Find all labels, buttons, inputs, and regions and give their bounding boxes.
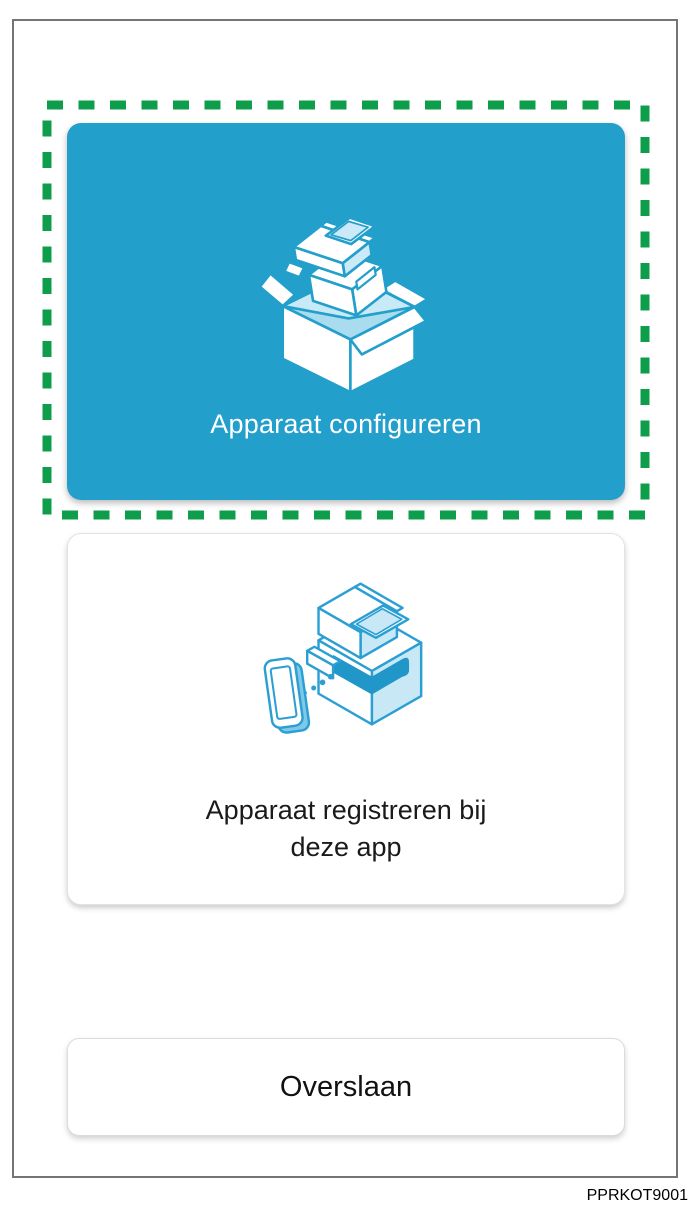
register-device-label-line1: Apparaat registreren bij [205, 795, 487, 825]
configure-device-card[interactable]: Apparaat configureren [67, 123, 625, 500]
register-device-card[interactable]: Apparaat registreren bij deze app [67, 533, 625, 905]
printer-unboxing-icon [258, 216, 430, 394]
register-device-label: Apparaat registreren bij deze app [206, 792, 487, 866]
figure-code: PPRKOT9001 [586, 1187, 688, 1204]
register-device-label-line2: deze app [290, 832, 402, 862]
configure-device-label: Apparaat configureren [210, 409, 482, 439]
skip-button[interactable]: Overslaan [67, 1038, 625, 1136]
printer-phone-pairing-icon [263, 582, 423, 734]
